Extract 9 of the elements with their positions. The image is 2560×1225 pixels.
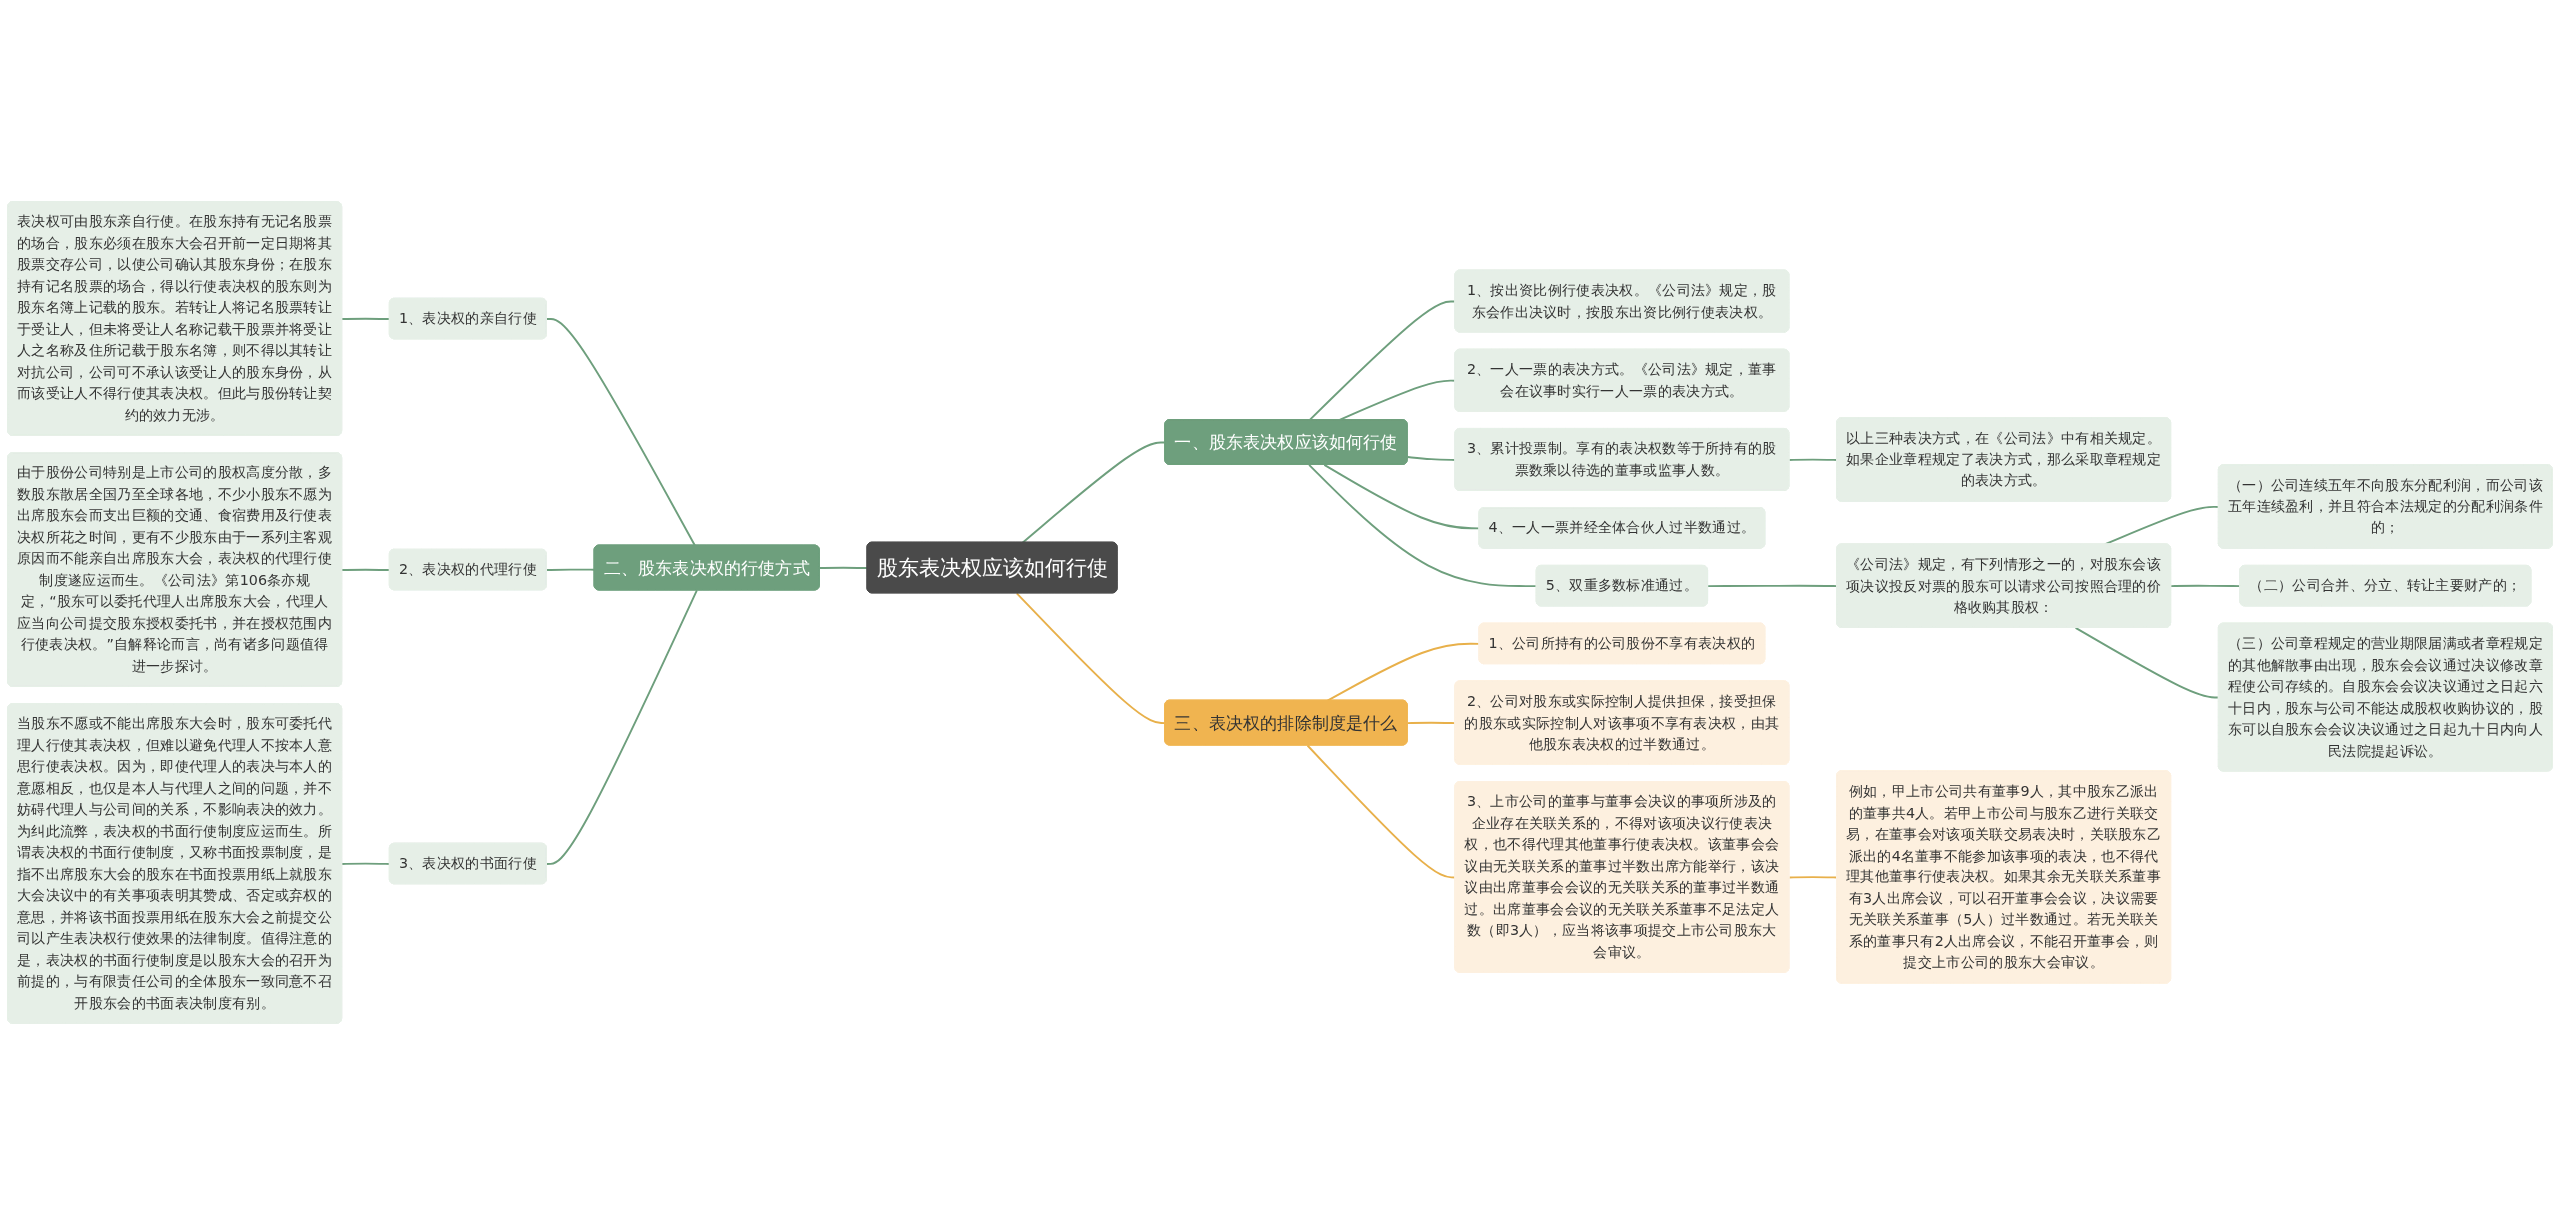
connector [818,566,869,569]
connector [545,568,596,571]
connector [341,862,391,865]
connector [341,317,391,320]
connector [2074,626,2220,699]
connector [545,318,696,547]
connector [545,589,698,865]
connector [341,568,391,571]
connector [1308,464,1538,588]
